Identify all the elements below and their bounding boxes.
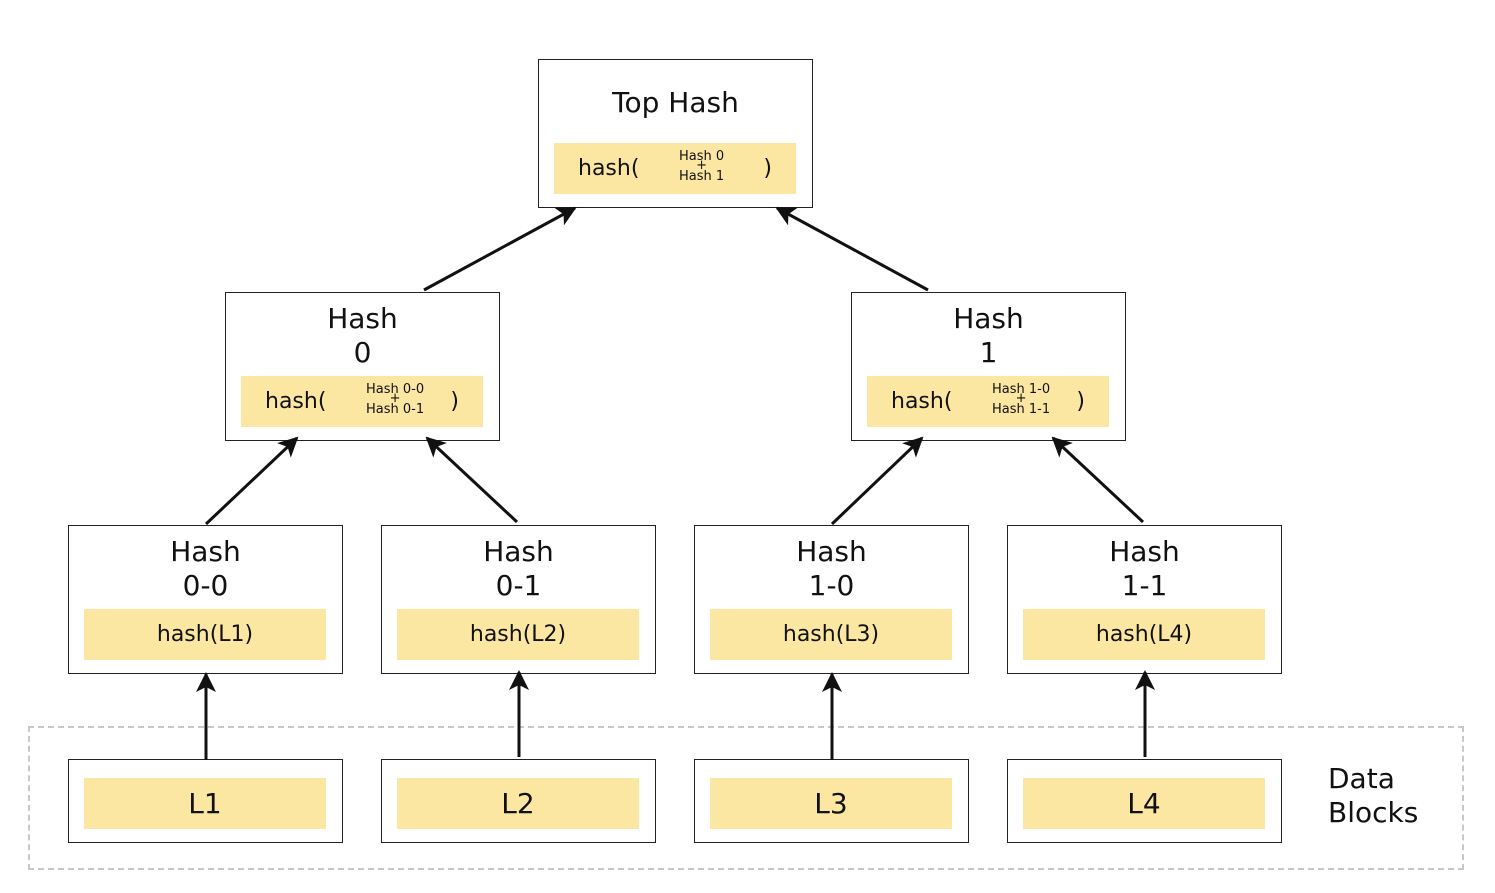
hash-0-node: Hash 0 hash( Hash 0-0 + Hash 0-1 ): [225, 292, 500, 441]
data-block-l3: L3: [694, 759, 969, 843]
data-block-l2: L2: [381, 759, 656, 843]
hash-0-inputs: Hash 0-0 + Hash 0-1: [366, 382, 425, 417]
data-block-l3-label: L3: [710, 778, 952, 829]
hash-1-inputs: Hash 1-0 + Hash 1-1: [992, 382, 1051, 417]
hash-0-0-node: Hash 0-0 hash(L1): [68, 525, 343, 674]
top-hash-node: Top Hash hash( Hash 0 + Hash 1 ): [538, 59, 813, 208]
hash-1-formula: hash( Hash 1-0 + Hash 1-1 ): [867, 376, 1109, 427]
hash-1-1-node: Hash 1-1 hash(L4): [1007, 525, 1282, 674]
hash-1-title: Hash 1: [953, 302, 1024, 369]
hash-0-0-title: Hash 0-0: [170, 535, 241, 602]
data-block-l4: L4: [1007, 759, 1282, 843]
hash-0-0-formula: hash(L1): [84, 609, 326, 660]
hash-1-1-formula: hash(L4): [1023, 609, 1265, 660]
hash-0-formula: hash( Hash 0-0 + Hash 0-1 ): [241, 376, 483, 427]
arrow-hash-0-to-top: [423, 206, 577, 292]
hash-1-1-title: Hash 1-1: [1109, 535, 1180, 602]
top-hash-inputs: Hash 0 + Hash 1: [679, 149, 725, 184]
hash-1-0-node: Hash 1-0 hash(L3): [694, 525, 969, 674]
arrow-hash-0-0-to-hash-0: [204, 436, 299, 526]
hash-1-node: Hash 1 hash( Hash 1-0 + Hash 1-1 ): [851, 292, 1126, 441]
data-block-l2-label: L2: [397, 778, 639, 829]
data-block-l1-label: L1: [84, 778, 326, 829]
top-hash-formula: hash( Hash 0 + Hash 1 ): [554, 143, 796, 194]
arrow-hash-1-to-top: [775, 206, 929, 292]
hash-0-1-node: Hash 0-1 hash(L2): [381, 525, 656, 674]
arrow-hash-1-1-to-hash-1: [1051, 436, 1145, 524]
data-block-l1: L1: [68, 759, 343, 843]
arrow-hash-0-1-to-hash-0: [425, 436, 519, 524]
hash-1-0-formula: hash(L3): [710, 609, 952, 660]
hash-0-1-title: Hash 0-1: [483, 535, 554, 602]
data-blocks-group: [28, 726, 1464, 870]
hash-0-title: Hash 0: [327, 302, 398, 369]
data-block-l4-label: L4: [1023, 778, 1265, 829]
hash-0-1-formula: hash(L2): [397, 609, 639, 660]
hash-1-0-title: Hash 1-0: [796, 535, 867, 602]
data-blocks-label: Data Blocks: [1328, 762, 1419, 829]
arrow-hash-1-0-to-hash-1: [830, 436, 924, 526]
top-hash-title: Top Hash: [612, 86, 739, 119]
